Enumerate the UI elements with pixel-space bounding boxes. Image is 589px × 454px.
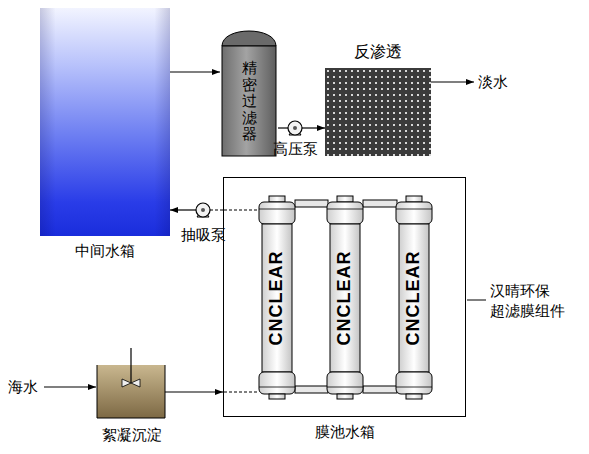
settle-label: 絮凝沉淀 — [102, 426, 162, 444]
pump-node: 抽吸泵 — [178, 200, 228, 246]
seawater-arrow — [44, 386, 96, 387]
callout-label: 汉晴环保 超滤膜组件 — [490, 282, 582, 321]
flow-label: 海水 — [8, 378, 38, 398]
tank-node: 中间水箱 — [40, 8, 170, 266]
ro-node: 反渗透 — [325, 42, 431, 156]
settle-node: 絮凝沉淀 — [92, 346, 172, 446]
ro-unit-body — [325, 68, 431, 156]
pipe-connector — [170, 71, 220, 72]
module-brand: CNCLEAR — [403, 251, 425, 346]
header-pipe — [295, 386, 328, 393]
feed-pipe — [224, 391, 259, 392]
suction-pipe — [224, 209, 259, 210]
pump-symbol — [270, 118, 320, 138]
pipe-connector — [170, 209, 196, 210]
pipe-connector — [278, 127, 288, 128]
filter-label: 精密过滤器 — [242, 60, 257, 143]
pump-node: 高压泵 — [270, 118, 320, 160]
flocculation-tank — [92, 346, 172, 422]
ro-label: 反渗透 — [354, 42, 402, 61]
leader-line — [467, 300, 486, 301]
pump-label: 抽吸泵 — [181, 226, 226, 244]
water-tank-body — [40, 8, 170, 236]
header-pipe — [295, 200, 328, 207]
module-node: CNCLEAR — [325, 195, 365, 400]
module-node: CNCLEAR — [257, 195, 297, 400]
pipe-connector — [302, 127, 325, 128]
filter-node: 精密过滤器 — [220, 24, 278, 158]
fresh-water-arrow — [431, 81, 474, 82]
pool-node: 膜池水箱 CNCLEAR CNCLEAR CNCLEAR — [223, 177, 466, 445]
header-pipe — [363, 200, 397, 207]
flow-label: 淡水 — [478, 73, 508, 93]
header-pipe — [363, 386, 397, 393]
module-brand: CNCLEAR — [266, 251, 288, 346]
pump-symbol — [178, 200, 228, 220]
tank-label: 中间水箱 — [75, 242, 135, 260]
pool-label: 膜池水箱 — [315, 423, 375, 441]
module-node: CNCLEAR — [394, 195, 434, 400]
pipe-connector — [165, 391, 223, 392]
pipe-connector — [210, 209, 223, 210]
pump-label: 高压泵 — [273, 140, 318, 158]
module-brand: CNCLEAR — [334, 251, 356, 346]
